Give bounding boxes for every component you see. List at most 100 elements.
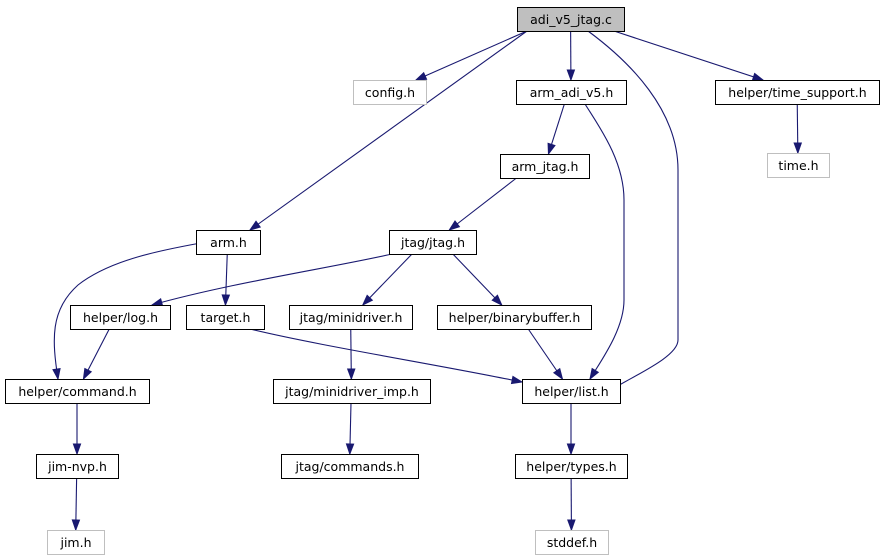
edge-jtag-to-minidriver-line	[362, 253, 413, 306]
node-config-box	[353, 80, 427, 105]
node-minidriver_imp-box	[273, 379, 431, 404]
edge-list-to-types	[566, 403, 576, 456]
node-time-box	[767, 153, 830, 178]
edge-root-to-arm	[248, 30, 528, 231]
edge-jtag-to-log-line	[151, 253, 393, 306]
node-minidriver_imp[interactable]: jtag/minidriver_imp.h	[273, 379, 431, 404]
node-minidriver[interactable]: jtag/minidriver.h	[289, 305, 413, 330]
node-command-label: helper/command.h	[18, 384, 136, 399]
node-jimnvp-box	[36, 454, 119, 479]
edge-arm_adi_v5-to-list-arrowhead	[589, 367, 600, 381]
node-arm[interactable]: arm.h	[196, 230, 261, 255]
edge-target-to-list-arrowhead	[510, 375, 524, 385]
edge-arm_adi_v5-to-arm_jtag-arrowhead	[547, 142, 556, 156]
node-time_support-label: helper/time_support.h	[728, 85, 866, 100]
node-target-label: target.h	[201, 310, 251, 325]
edge-jtag-to-binarybuffer-line	[452, 253, 503, 306]
edge-arm_jtag-to-jtag-arrowhead	[448, 220, 461, 231]
edge-arm_adi_v5-to-list-line	[584, 103, 625, 380]
edge-time_support-to-time-arrowhead	[793, 142, 803, 155]
node-types[interactable]: helper/types.h	[515, 454, 628, 479]
edge-arm_adi_v5-to-list	[584, 103, 625, 381]
node-config[interactable]: config.h	[353, 80, 427, 105]
edge-binarybuffer-to-list-arrowhead	[552, 367, 564, 381]
node-arm_adi_v5[interactable]: arm_adi_v5.h	[516, 80, 627, 105]
node-list-box	[522, 379, 621, 404]
node-jim-label: jim.h	[59, 535, 91, 550]
edge-arm-to-command-line	[53, 240, 213, 380]
edge-binarybuffer-to-list	[527, 328, 564, 381]
node-jtag-box	[389, 230, 477, 255]
edge-types-to-stddef	[567, 477, 576, 532]
node-minidriver-box	[289, 305, 413, 330]
node-arm_adi_v5-box	[516, 80, 627, 105]
edge-root-to-time_support-arrowhead	[751, 72, 765, 81]
edge-arm-to-target	[221, 253, 231, 307]
edge-log-to-command-arrowhead	[82, 367, 93, 381]
node-log-label: helper/log.h	[83, 310, 158, 325]
node-command-box	[5, 379, 150, 404]
node-arm-label: arm.h	[210, 235, 247, 250]
edge-minidriver-to-minidriver_imp-arrowhead	[346, 368, 356, 381]
node-list[interactable]: helper/list.h	[522, 379, 621, 404]
edge-root-to-config-line	[415, 30, 528, 81]
node-commands-label: jtag/commands.h	[295, 459, 405, 474]
node-time_support[interactable]: helper/time_support.h	[715, 80, 880, 105]
edge-root-to-time_support	[613, 30, 765, 81]
node-binarybuffer-box	[437, 305, 592, 330]
node-list-label: helper/list.h	[534, 384, 608, 399]
node-binarybuffer[interactable]: helper/binarybuffer.h	[437, 305, 592, 330]
node-command[interactable]: helper/command.h	[5, 379, 150, 404]
node-jtag[interactable]: jtag/jtag.h	[389, 230, 477, 255]
edge-root-to-arm_adi_v5	[566, 30, 576, 82]
edge-jtag-to-log-arrowhead	[150, 298, 164, 307]
edge-arm_jtag-to-jtag	[448, 177, 517, 231]
node-jimnvp[interactable]: jim-nvp.h	[36, 454, 119, 479]
edge-command-to-jimnvp-arrowhead	[72, 443, 82, 456]
node-root[interactable]: adi_v5_jtag.c	[517, 7, 625, 32]
node-stddef-box	[535, 530, 609, 555]
edge-arm-to-command	[52, 240, 213, 381]
node-root-box	[517, 7, 625, 32]
node-arm_jtag-box	[500, 154, 590, 179]
node-time[interactable]: time.h	[767, 153, 830, 178]
node-arm_adi_v5-label: arm_adi_v5.h	[530, 85, 614, 100]
edge-root-to-arm-line	[249, 30, 528, 231]
node-binarybuffer-label: helper/binarybuffer.h	[449, 310, 581, 325]
edge-jtag-to-minidriver	[361, 253, 413, 307]
node-target-box	[186, 305, 265, 330]
edge-jtag-to-log	[150, 253, 393, 307]
edge-jtag-to-binarybuffer-arrowhead	[491, 294, 503, 307]
edge-root-to-list-line	[587, 30, 679, 393]
edge-root-to-config	[414, 30, 528, 81]
edge-arm-to-target-arrowhead	[221, 294, 231, 307]
node-commands[interactable]: jtag/commands.h	[281, 454, 419, 479]
node-jim-box	[47, 530, 105, 555]
edge-minidriver_imp-to-commands	[345, 402, 355, 456]
node-time_support-box	[715, 80, 880, 105]
node-stddef[interactable]: stddef.h	[535, 530, 609, 555]
edge-command-to-jimnvp	[72, 403, 82, 456]
node-target[interactable]: target.h	[186, 305, 265, 330]
edge-root-to-time_support-line	[613, 30, 764, 81]
edge-target-to-list-line	[249, 328, 523, 383]
node-types-label: helper/types.h	[526, 459, 616, 474]
edge-list-to-types-arrowhead	[566, 443, 576, 456]
node-arm_jtag-label: arm_jtag.h	[512, 159, 579, 174]
edge-log-to-command	[82, 328, 110, 381]
edge-root-to-arm_adi_v5-arrowhead	[566, 69, 576, 82]
edge-minidriver-to-minidriver_imp	[346, 328, 356, 381]
node-commands-box	[281, 454, 419, 479]
node-arm-box	[196, 230, 261, 255]
node-log-box	[70, 305, 171, 330]
node-arm_jtag[interactable]: arm_jtag.h	[500, 154, 590, 179]
node-jim[interactable]: jim.h	[47, 530, 105, 555]
edge-target-to-list	[249, 328, 524, 385]
node-time-label: time.h	[778, 158, 818, 173]
node-types-box	[515, 454, 628, 479]
node-config-label: config.h	[365, 85, 415, 100]
edge-jtag-to-minidriver-arrowhead	[361, 294, 374, 307]
node-log[interactable]: helper/log.h	[70, 305, 171, 330]
